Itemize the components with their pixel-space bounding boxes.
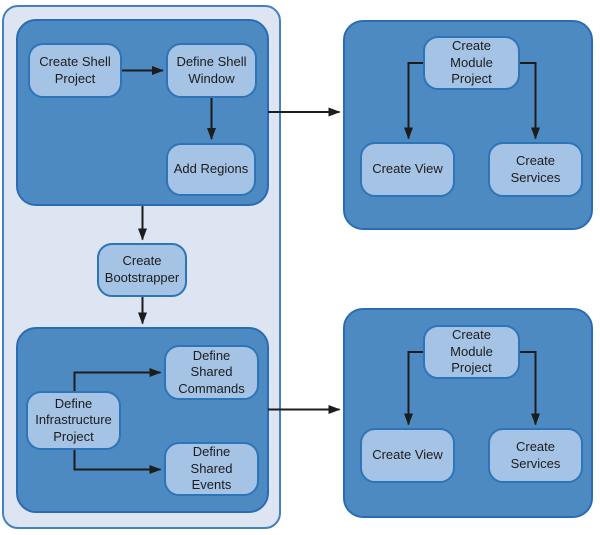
node-create-bootstrapper: Create Bootstrapper xyxy=(97,243,187,297)
node-bottom-create-view: Create View xyxy=(360,428,455,483)
node-bottom-create-services: Create Services xyxy=(488,428,583,483)
node-define-infrastructure-project: Define Infrastructure Project xyxy=(26,391,121,450)
node-top-create-services: Create Services xyxy=(488,142,583,197)
node-top-create-view: Create View xyxy=(360,142,455,197)
bottom-module-panel xyxy=(343,308,593,518)
node-create-shell-project: Create Shell Project xyxy=(28,43,122,98)
node-bottom-create-module-project: Create Module Project xyxy=(423,325,520,379)
node-add-regions: Add Regions xyxy=(166,143,256,196)
node-define-shared-events: Define Shared Events xyxy=(164,442,259,496)
node-define-shared-commands: Define Shared Commands xyxy=(164,345,259,400)
node-define-shell-window: Define Shell Window xyxy=(166,43,257,98)
node-top-create-module-project: Create Module Project xyxy=(423,36,520,90)
